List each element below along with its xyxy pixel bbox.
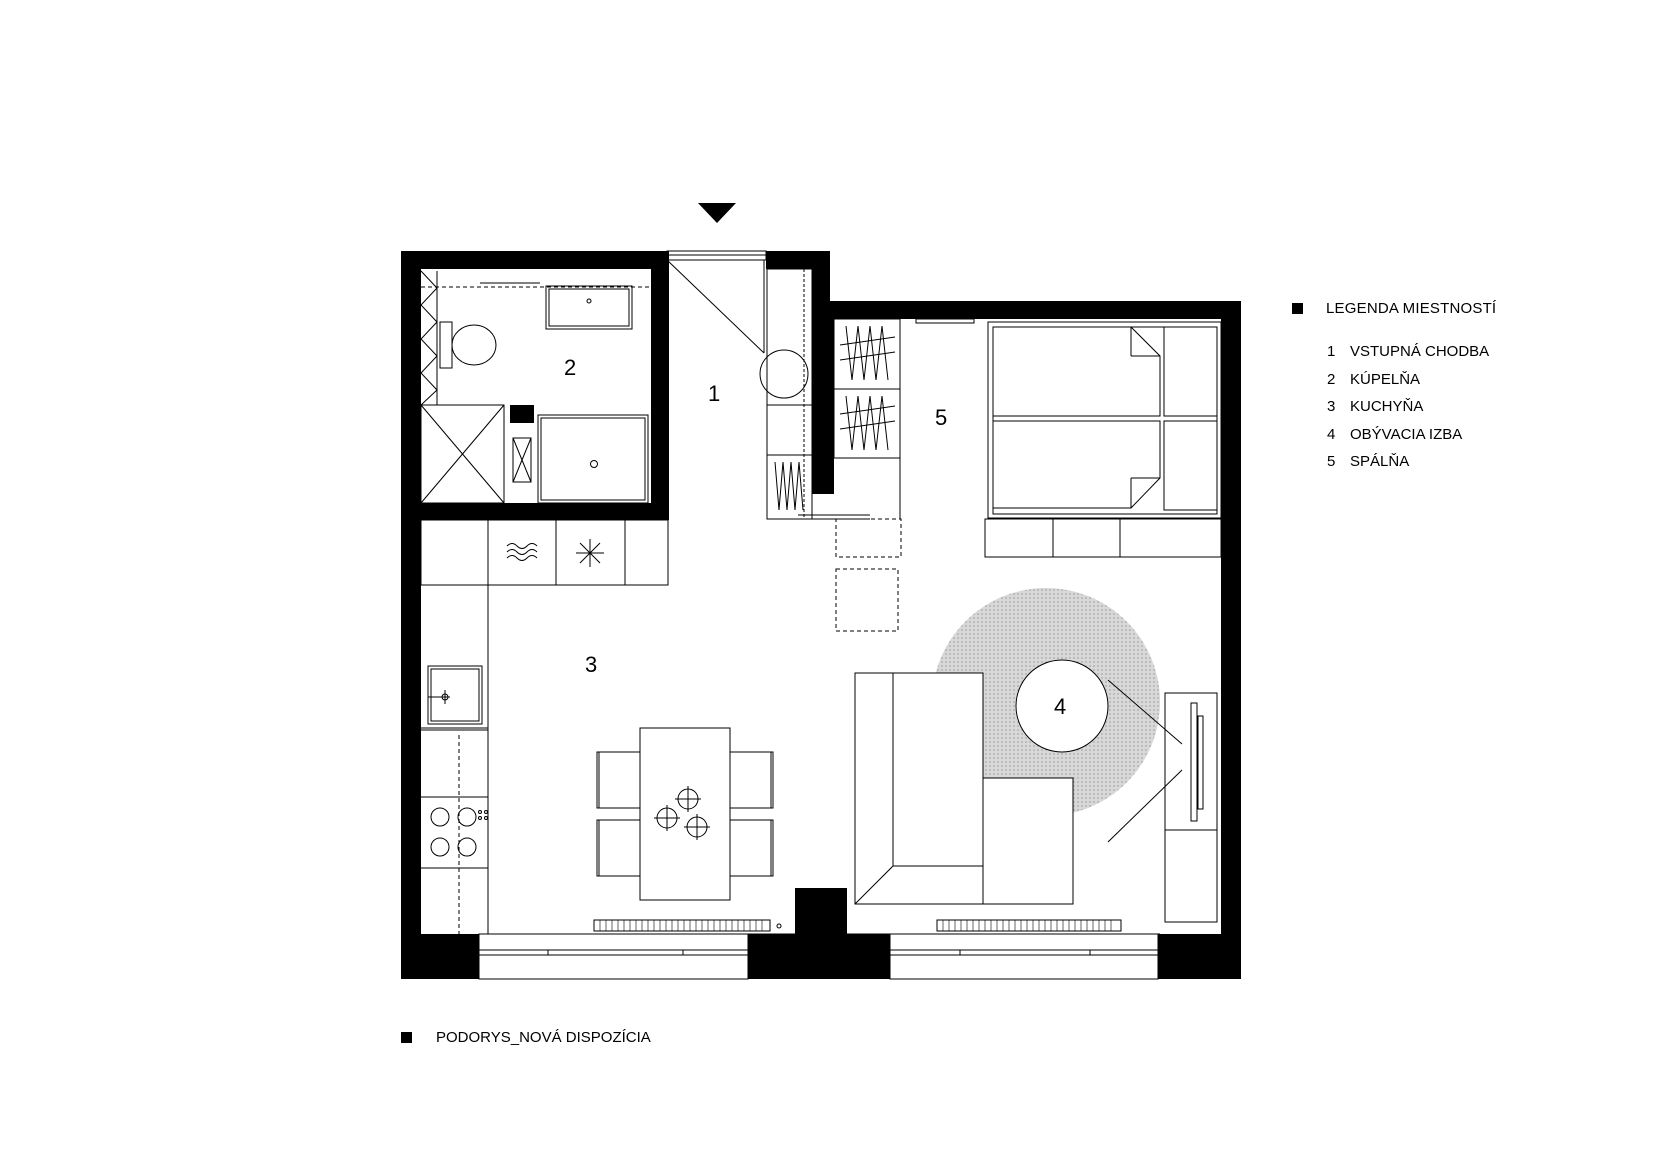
room-number-1: 1 — [708, 381, 720, 406]
legend-item-number: 1 — [1327, 343, 1336, 361]
legend-header: LEGENDA MIESTNOSTÍ — [1292, 298, 1622, 318]
bathroom — [420, 270, 665, 504]
legend-list: 1 VSTUPNÁ CHODBA 2 KÚPELŇA 3 KUCHYŇA 4 O… — [1292, 338, 1622, 476]
legend-item-label: SPÁLŇA — [1350, 453, 1410, 471]
caption-text: PODORYS_NOVÁ DISPOZÍCIA — [436, 1028, 651, 1046]
legend-item: 4 OBÝVACIA IZBA — [1327, 421, 1622, 449]
toilet — [439, 321, 453, 369]
room-number-5: 5 — [935, 405, 947, 430]
window — [889, 933, 1159, 980]
room-legend: LEGENDA MIESTNOSTÍ 1 VSTUPNÁ CHODBA 2 KÚ… — [1292, 298, 1622, 476]
room-number-4: 4 — [1054, 694, 1066, 719]
kitchen — [420, 519, 782, 980]
hob-icon — [430, 807, 488, 857]
legend-item-label: OBÝVACIA IZBA — [1350, 425, 1463, 443]
dining-table — [639, 727, 731, 901]
legend-bullet-icon — [1292, 302, 1303, 314]
walls — [401, 251, 1241, 979]
legend-item-label: KÚPELŇA — [1350, 370, 1421, 388]
window — [478, 933, 749, 980]
oven-icon — [506, 543, 538, 561]
legend-item-number: 4 — [1327, 425, 1336, 443]
legend-item: 3 KUCHYŇA — [1327, 393, 1622, 421]
legend-item-number: 3 — [1327, 398, 1336, 416]
washbasin — [545, 285, 633, 330]
bedroom — [833, 318, 1222, 558]
legend-item-label: VSTUPNÁ CHODBA — [1350, 343, 1490, 361]
candle-icon — [654, 786, 710, 840]
caption-bullet-icon — [401, 1031, 412, 1043]
living-room — [488, 588, 1229, 980]
legend-item: 2 KÚPELŇA — [1327, 366, 1622, 394]
shower-tray — [537, 414, 649, 504]
room-number-3: 3 — [585, 652, 597, 677]
entry — [666, 250, 902, 632]
coffee-table — [1015, 659, 1109, 753]
bed — [987, 321, 1222, 519]
tv — [1190, 702, 1198, 822]
legend-item: 5 SPÁLŇA — [1327, 448, 1622, 476]
legend-item-number: 2 — [1327, 370, 1336, 388]
plan-caption: PODORYS_NOVÁ DISPOZÍCIA — [401, 1027, 651, 1047]
legend-item-number: 5 — [1327, 453, 1336, 471]
room-number-2: 2 — [564, 355, 576, 380]
legend-item-label: KUCHYŇA — [1350, 398, 1424, 416]
shower — [420, 404, 505, 504]
fridge-icon — [576, 539, 604, 567]
radiator — [936, 919, 1122, 932]
tv-console — [1164, 692, 1218, 923]
legend-item: 1 VSTUPNÁ CHODBA — [1327, 338, 1622, 366]
entrance-arrow-icon — [698, 203, 736, 223]
legend-title: LEGENDA MIESTNOSTÍ — [1326, 299, 1497, 317]
radiator — [593, 919, 771, 932]
sink — [427, 665, 483, 725]
